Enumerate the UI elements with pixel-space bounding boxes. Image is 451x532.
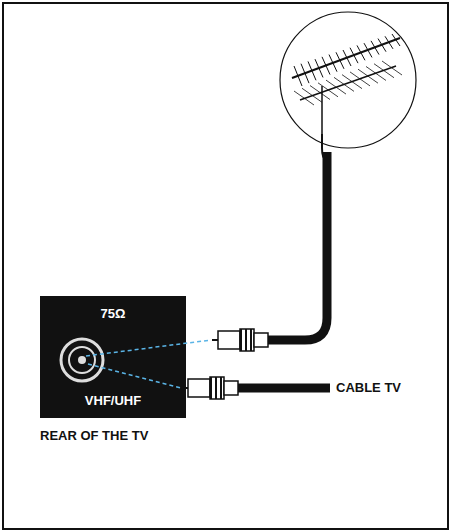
cable-tv-connector [182, 377, 238, 399]
antenna-cable [268, 152, 327, 340]
antenna-connector [212, 329, 268, 351]
antenna [292, 34, 402, 134]
frame [3, 3, 448, 529]
port-label: VHF/UHF [40, 393, 186, 408]
guide-line [86, 340, 211, 356]
rear-caption: REAR OF THE TV [40, 428, 148, 443]
impedance-label: 75Ω [40, 306, 186, 321]
cable-tv-label: CABLE TV [336, 380, 401, 395]
rear-panel: 75Ω VHF/UHF [40, 296, 186, 418]
cable-tv-cable [238, 384, 330, 393]
antenna-circle [280, 12, 416, 148]
guide-line [88, 364, 181, 388]
rf-jack [61, 339, 103, 381]
